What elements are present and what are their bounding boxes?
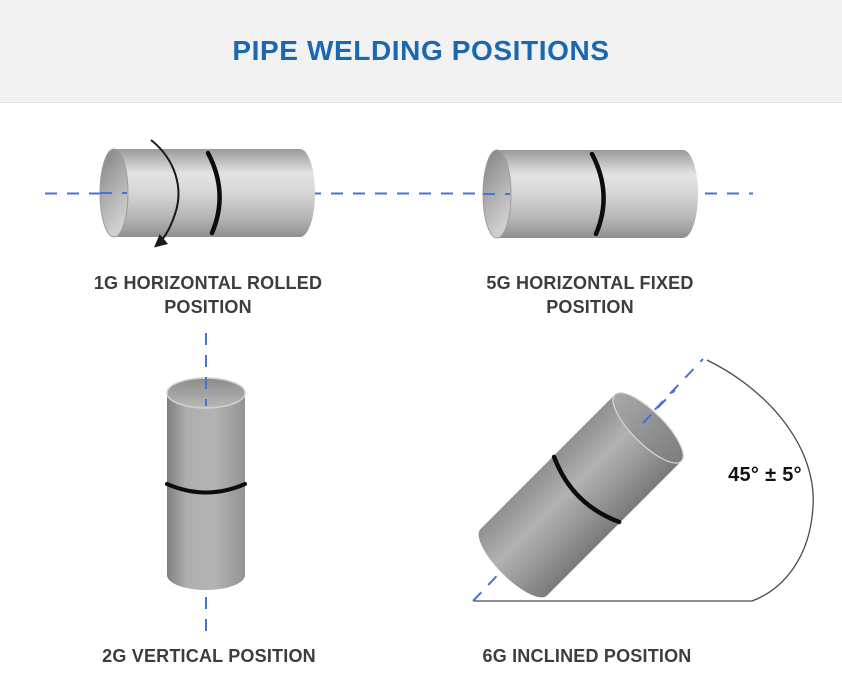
caption-1g-line1: 1G HORIZONTAL ROLLED [93,273,323,293]
caption-5g: 5G HORIZONTAL FIXED POSITION [440,271,740,320]
pipe-2g-illustration [165,333,247,640]
pipe-5g-weld-seam [589,151,606,237]
pipe-2g-weld-seam [165,482,247,495]
angle-annotation: 45° ± 5° [728,464,802,486]
caption-1g-line2: POSITION [164,297,252,318]
pipe-1g-body [114,149,315,237]
pipe-6g-open-end [612,392,684,464]
caption-6g: 6G INCLINED POSITION [482,646,692,666]
pipe-6g-illustration [472,358,814,602]
page-title: PIPE WELDING POSITIONS [232,35,610,66]
angle-arc-and-baseline [474,359,814,602]
caption-2g: 2G VERTICAL POSITION [102,646,316,666]
pipe-6g-centerline-over-opening [642,389,676,424]
caption-5g-line2: POSITION [546,297,634,318]
caption-5g-line1: 5G HORIZONTAL FIXED [486,273,694,293]
pipe-1g-weld-seam [205,150,222,236]
pipe-6g-weld-seam [551,454,622,525]
caption-1g: 1G HORIZONTAL ROLLED POSITION [58,271,358,320]
pipe-1g-illustration [99,139,315,248]
header: PIPE WELDING POSITIONS [0,0,842,103]
pipe-5g-illustration [482,149,698,239]
pipe-5g-body [497,150,698,238]
rotation-arrow-icon [150,139,180,248]
